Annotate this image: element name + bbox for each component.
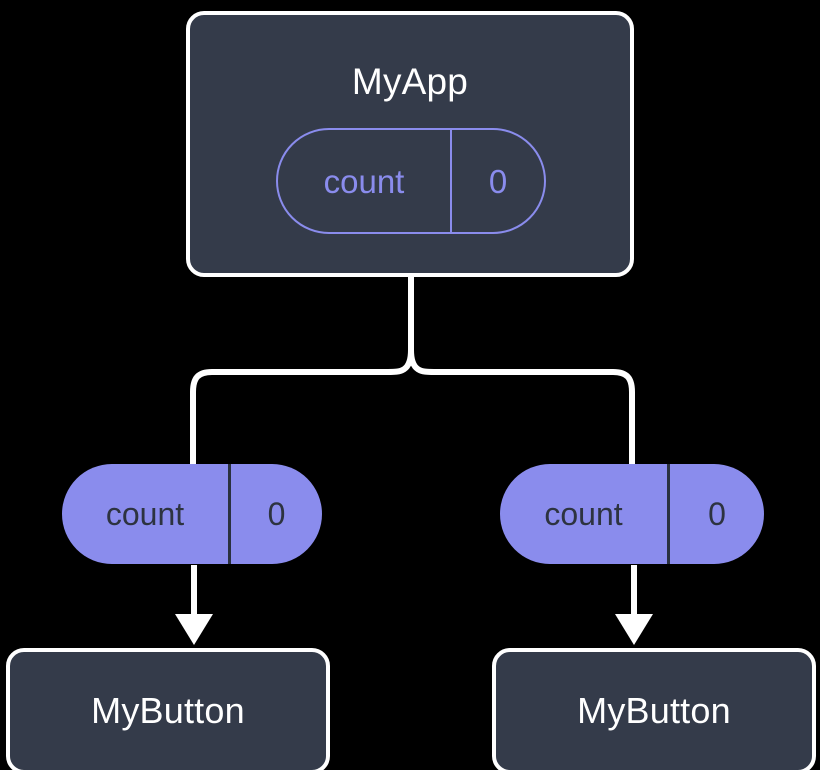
node-mybutton-right[interactable]: MyButton: [492, 648, 816, 770]
prop-pill-left-key: count: [105, 496, 185, 532]
node-mybutton-left-title: MyButton: [91, 690, 245, 731]
prop-pill-right-key: count: [544, 496, 623, 532]
prop-pill-left[interactable]: count 0: [62, 464, 322, 564]
arrowhead-left: [175, 614, 213, 645]
prop-pill-right-value: 0: [667, 464, 764, 564]
state-pill-myapp[interactable]: count 0: [276, 128, 546, 234]
node-mybutton-left[interactable]: MyButton: [6, 648, 330, 770]
arrowhead-right: [615, 614, 653, 645]
connector-branch-to-right-pill: [408, 347, 635, 469]
prop-pill-left-value: 0: [228, 464, 322, 564]
state-pill-myapp-key: count: [278, 130, 452, 232]
connector-branch-to-left-pill: [190, 347, 414, 469]
prop-pill-right[interactable]: count 0: [500, 464, 764, 564]
state-pill-myapp-value: 0: [488, 162, 508, 200]
node-myapp-title: MyApp: [351, 61, 469, 102]
node-mybutton-right-title: MyButton: [577, 690, 731, 731]
